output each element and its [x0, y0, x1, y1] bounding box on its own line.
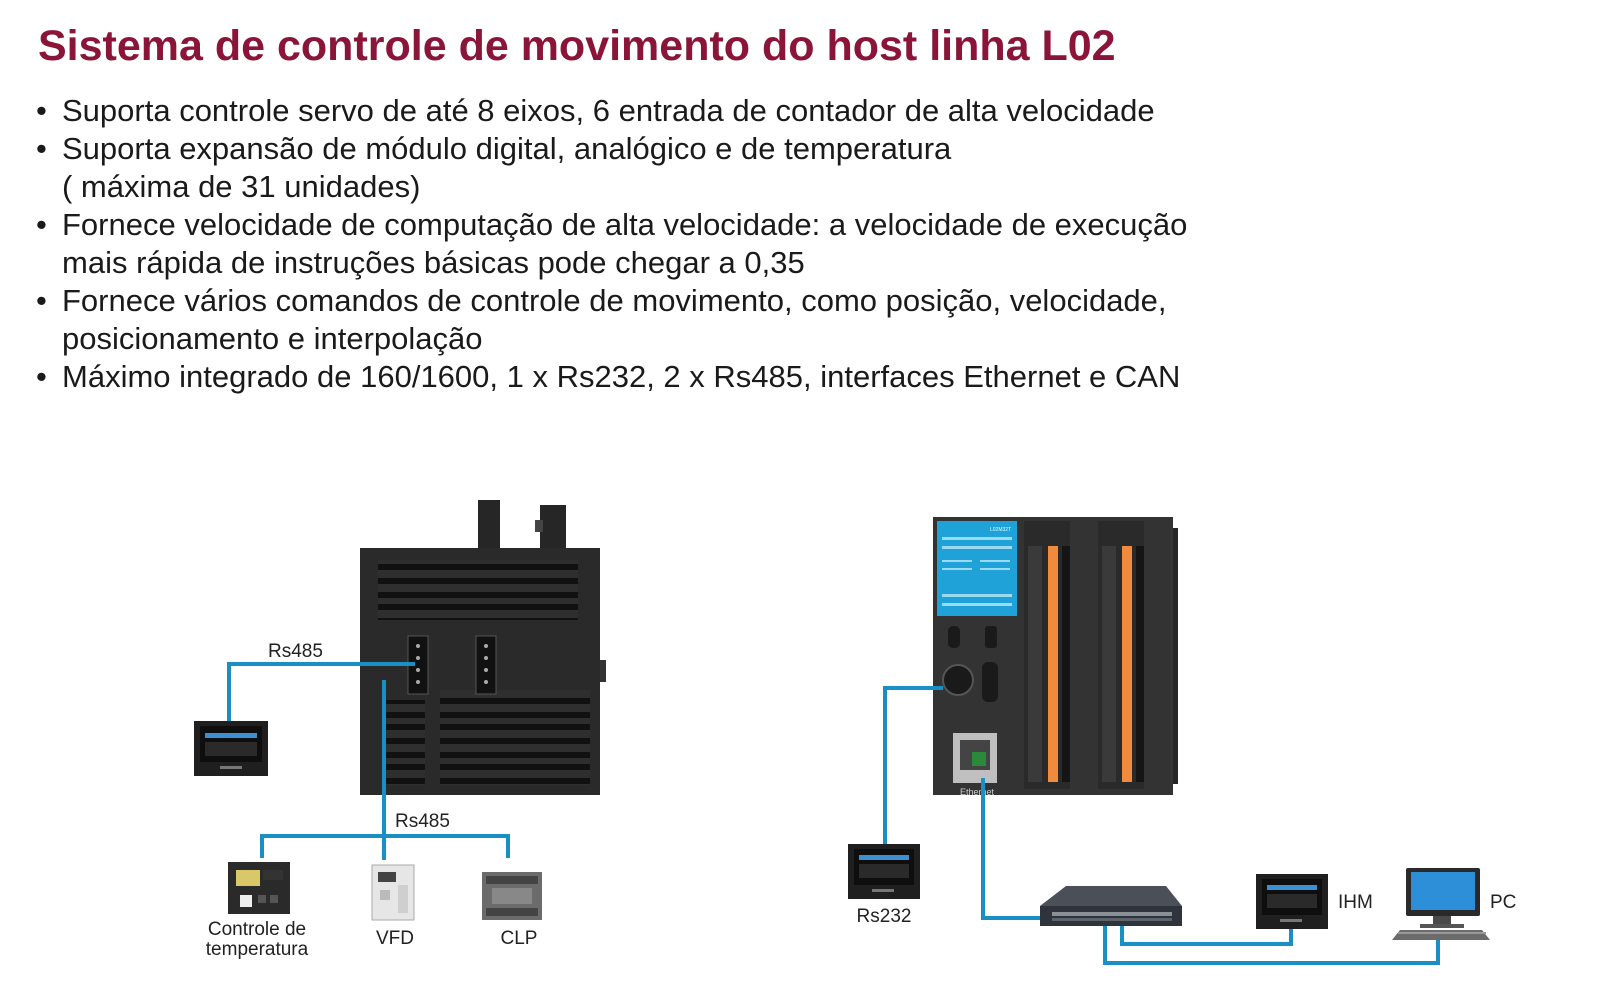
plc-host-front-view: L02M32T Ethernet [933, 517, 1178, 797]
ethernet-line-switch [981, 778, 1040, 920]
rs485-line-hmi [227, 662, 415, 721]
vfd-label: VFD [376, 928, 414, 949]
feature-item: Fornece vários comandos de controle de m… [36, 282, 1187, 358]
hmi-device-left [194, 721, 268, 776]
ethernet-switch-device [1040, 886, 1182, 926]
hmi-device-rs232 [848, 844, 920, 899]
left-network-diagram: Rs485 Rs485 Controle de temperatura [194, 500, 606, 960]
ethernet-port-label: Ethernet [960, 787, 995, 797]
ethernet-line-hmi [1120, 926, 1293, 946]
feature-item: Suporta expansão de módulo digital, anal… [36, 130, 1187, 206]
plc-host-side-view [360, 500, 606, 795]
clp-label: CLP [501, 928, 538, 949]
hmi-label: IHM [1338, 892, 1373, 913]
clp-device [482, 872, 542, 920]
pc-device [1392, 868, 1490, 940]
temperature-controller-label-line1: Controle de [208, 919, 306, 940]
rs232-line [883, 686, 943, 844]
rs485-bus [260, 834, 510, 858]
rs485-top-label: Rs485 [268, 641, 323, 662]
pc-label: PC [1490, 892, 1516, 913]
temperature-controller-label-line2: temperatura [206, 939, 309, 960]
rs485-bottom-label: Rs485 [395, 811, 450, 832]
vfd-device [371, 864, 415, 921]
page-title: Sistema de controle de movimento do host… [38, 22, 1116, 70]
hmi-device-ethernet [1256, 874, 1328, 929]
temperature-controller-device [228, 862, 290, 914]
feature-item: Máximo integrado de 160/1600, 1 x Rs232,… [36, 358, 1187, 396]
feature-item: Suporta controle servo de até 8 eixos, 6… [36, 92, 1187, 130]
ethernet-line-pc [1103, 926, 1440, 965]
feature-list: Suporta controle servo de até 8 eixos, 6… [36, 92, 1187, 396]
right-network-diagram: L02M32T Ethernet [848, 517, 1516, 965]
feature-item: Fornece velocidade de computação de alta… [36, 206, 1187, 282]
rs232-label: Rs232 [857, 906, 912, 927]
plc-model-label: L02M32T [990, 527, 1011, 533]
